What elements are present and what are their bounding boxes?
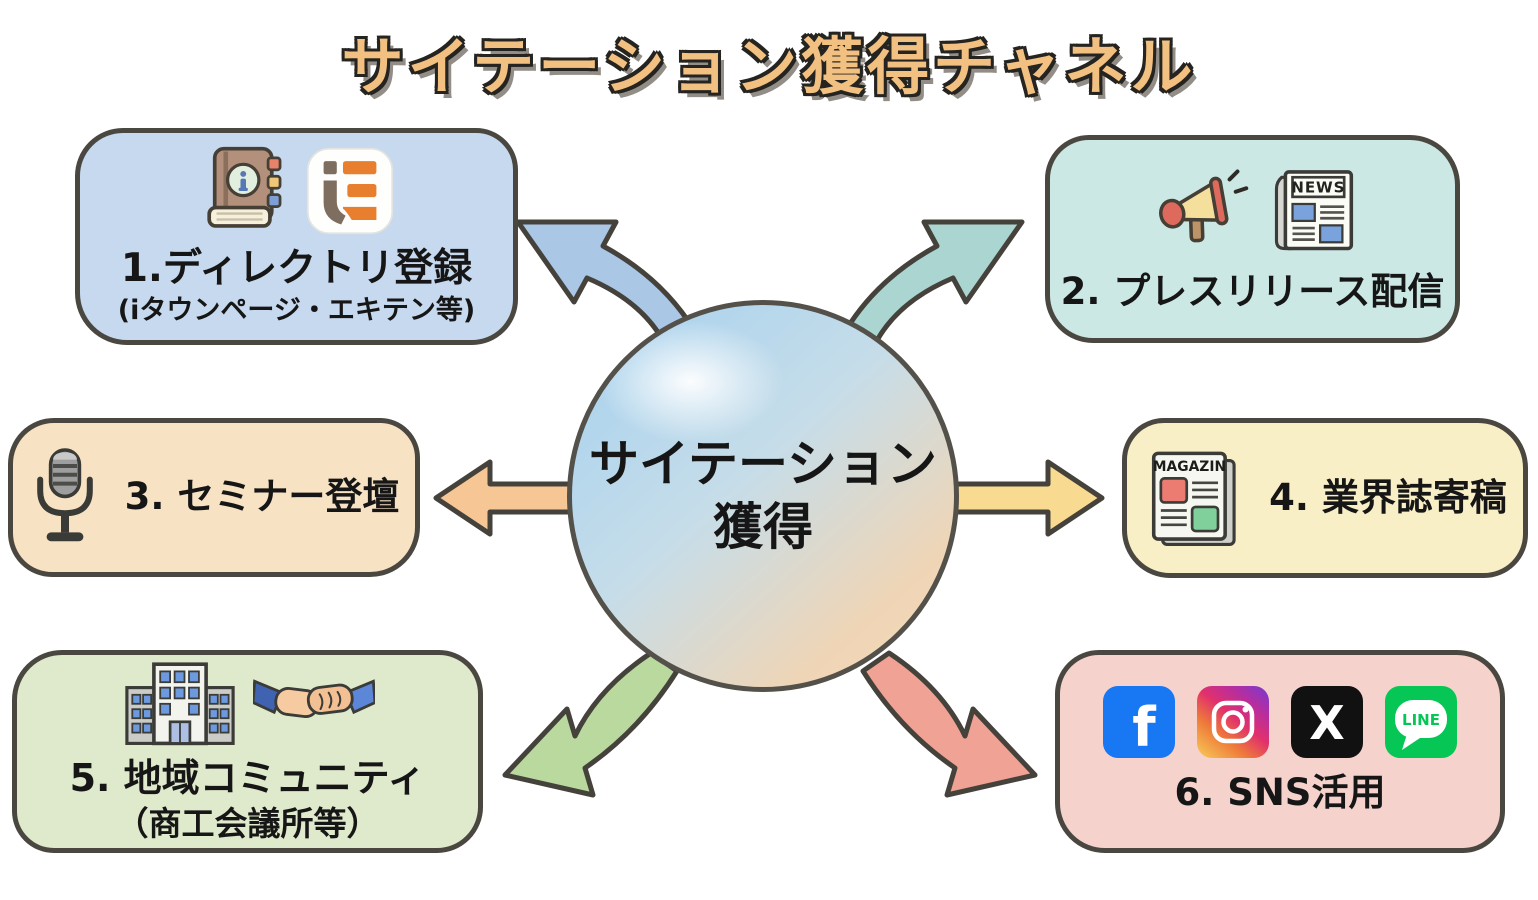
handshake-icon [252, 679, 375, 718]
megaphone-icon [1158, 169, 1248, 243]
channel-box-community: 5. 地域コミュニティ （商工会議所等） [12, 650, 483, 853]
channel-label-community: 5. 地域コミュニティ [69, 756, 426, 801]
channel-label-seminar: 3. セミナー登壇 [124, 475, 400, 519]
arrow-to-community [502, 650, 680, 798]
channel-box-press: NEWS 2. プレスリリース配信 [1045, 135, 1460, 343]
microphone-icon [36, 447, 93, 541]
facebook-letter: f [1132, 696, 1156, 758]
magazine-icon: MAGAZIN [1152, 451, 1236, 546]
x-icon: X [1291, 686, 1363, 759]
press-icons: NEWS [1144, 163, 1362, 261]
facebook-icon: f [1103, 686, 1175, 759]
channel-label-press: 2. プレスリリース配信 [1060, 269, 1445, 313]
line-icon: LINE [1385, 686, 1457, 759]
address-book-icon [206, 146, 281, 228]
buildings-icon [124, 662, 235, 746]
sns-icons: f X [1103, 686, 1457, 759]
line-label: LINE [1402, 711, 1440, 729]
magazine-title: MAGAZIN [1153, 459, 1226, 475]
channel-box-seminar: 3. セミナー登壇 [8, 418, 420, 577]
arrow-to-sns [860, 650, 1038, 798]
channel-box-sns: f X [1055, 650, 1505, 853]
center-node: サイテーション 獲得 [567, 300, 959, 692]
directory-icons [200, 145, 394, 237]
center-label-line2: 獲得 [713, 498, 813, 556]
channel-label-sns: 6. SNS活用 [1174, 771, 1386, 815]
arrow-to-press [843, 219, 1025, 349]
instagram-icon [1197, 686, 1269, 759]
newspaper-icon: NEWS [1274, 170, 1353, 251]
x-letter: X [1309, 696, 1344, 750]
channel-label-magazine: 4. 業界誌寄稿 [1269, 475, 1507, 519]
arrow-to-seminar [433, 459, 583, 537]
channel-box-directory: 1.ディレクトリ登録 (iタウンページ・エキテン等) [75, 128, 518, 345]
community-icons [121, 657, 375, 747]
channel-sublabel-directory: (iタウンページ・エキテン等) [117, 295, 476, 327]
channel-label-directory: 1.ディレクトリ登録 [120, 245, 473, 291]
channel-sublabel-community: （商工会議所等） [115, 803, 380, 843]
newspaper-title: NEWS [1291, 178, 1345, 196]
arrow-to-directory [515, 219, 697, 349]
arrow-to-magazine [952, 459, 1105, 537]
channel-box-magazine: MAGAZIN 4. 業界誌寄稿 [1122, 418, 1528, 578]
diagram-title: サイテーション獲得チャネル [341, 30, 1197, 103]
center-label-line1: サイテーション [589, 434, 937, 493]
ekiten-logo-icon [306, 147, 393, 234]
